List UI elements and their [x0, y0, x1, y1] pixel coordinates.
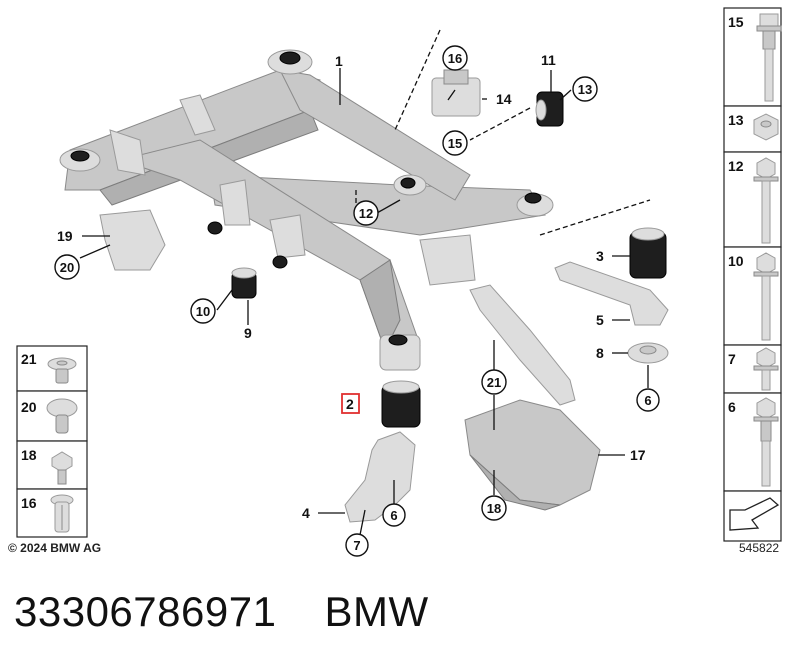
damper-block-14 [431, 69, 481, 117]
label-1: 1 [335, 53, 343, 69]
bolt-7-icon [753, 347, 779, 391]
legend-16: 16 [21, 495, 37, 511]
highlight-box [341, 393, 360, 414]
fastener-legend-right: 15 13 12 10 7 6 [723, 7, 782, 542]
support-plate-4 [344, 431, 416, 523]
label-13: 13 [578, 82, 592, 97]
document-number: 545822 [739, 541, 780, 555]
label-18: 18 [487, 501, 501, 516]
legend-6: 6 [728, 399, 736, 415]
clip-20-icon [46, 398, 78, 434]
label-20: 20 [60, 260, 74, 275]
footer: 33306786971 BMW [14, 588, 477, 636]
legend-18: 18 [21, 447, 37, 463]
label-21: 21 [487, 375, 501, 390]
clip-18-icon [51, 451, 73, 485]
label-5: 5 [596, 312, 604, 328]
label-4: 4 [302, 505, 310, 521]
label-19: 19 [57, 228, 73, 244]
clip-16-icon [50, 494, 74, 533]
label-16: 16 [448, 51, 462, 66]
legend-21: 21 [21, 351, 37, 367]
label-7: 7 [353, 538, 360, 553]
label-15: 15 [448, 136, 462, 151]
label-6: 6 [644, 393, 651, 408]
bolt-12-icon [753, 157, 779, 244]
copyright-text: © 2024 BMW AG [8, 541, 102, 555]
nut-13-icon [753, 113, 779, 141]
legend-15: 15 [728, 14, 744, 30]
strut-21 [469, 284, 576, 406]
label-14: 14 [496, 91, 512, 107]
underbody-panel-17 [464, 399, 601, 506]
label-17: 17 [630, 447, 646, 463]
bolt-15-icon [756, 13, 782, 102]
label-6b: 6 [390, 508, 397, 523]
part-labels: 1 2 3 4 5 6 6 7 8 9 10 11 12 13 14 15 16… [54, 45, 660, 557]
parts-diagram: 1 2 3 4 5 6 6 7 8 9 10 11 12 13 14 15 16… [16, 7, 782, 557]
legend-10: 10 [728, 253, 744, 269]
part-number: 33306786971 [14, 588, 277, 635]
rubber-mount-2 [381, 380, 421, 428]
bolt-10-icon [753, 252, 779, 341]
rubber-bush-11 [535, 91, 564, 127]
legend-7: 7 [728, 351, 736, 367]
label-12: 12 [359, 206, 373, 221]
legend-13: 13 [728, 112, 744, 128]
legend-12: 12 [728, 158, 744, 174]
label-11: 11 [541, 52, 556, 68]
label-2: 2 [346, 396, 354, 412]
rubber-bush-3 [629, 227, 667, 279]
arrow-icon [729, 497, 780, 531]
rear-axle-subframe [59, 49, 554, 371]
support-arm-5 [554, 261, 669, 326]
rubber-mount-9 [231, 267, 257, 299]
clip-legend-left: 21 20 18 16 [16, 345, 88, 538]
label-3: 3 [596, 248, 604, 264]
bolt-6-icon [753, 397, 779, 487]
clip-21-icon [47, 357, 77, 384]
label-10: 10 [196, 304, 210, 319]
leader-lines [79, 29, 651, 536]
label-8: 8 [596, 345, 604, 361]
label-9: 9 [244, 325, 252, 341]
legend-20: 20 [21, 399, 37, 415]
brand-name: BMW [324, 588, 429, 635]
heat-shield-bracket [99, 209, 166, 271]
